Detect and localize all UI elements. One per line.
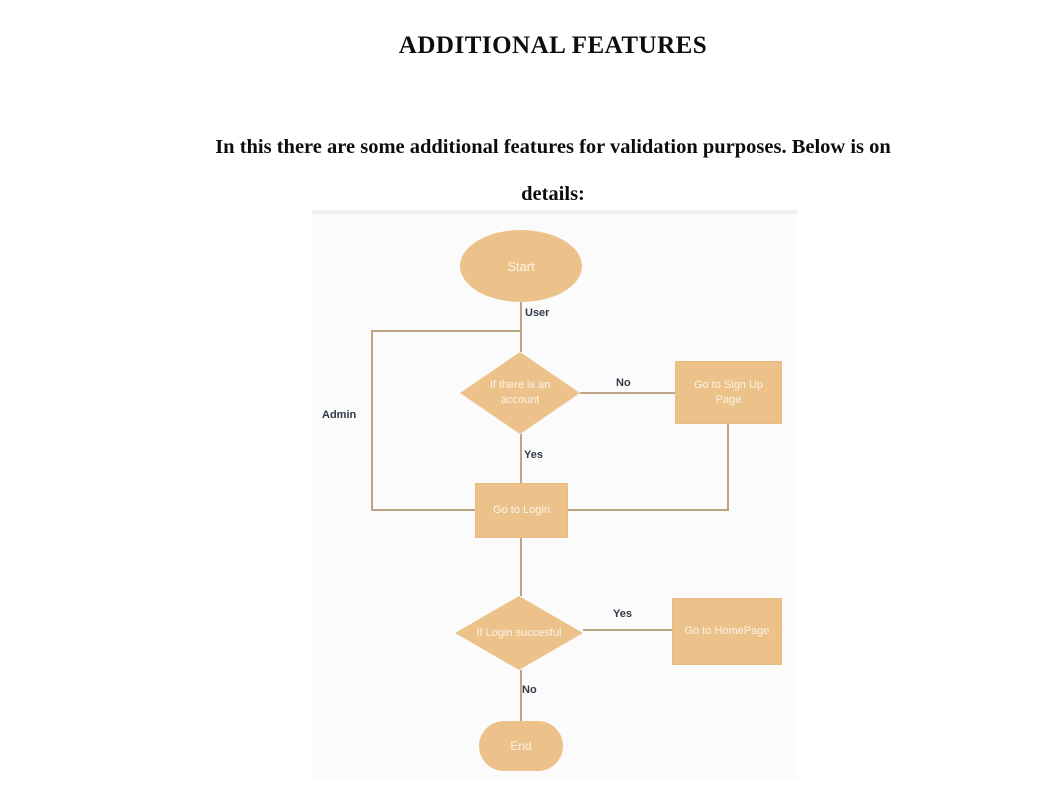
connector-login-to-login-check (520, 538, 522, 596)
node-end: End (479, 721, 563, 771)
connector-admin-branch-vertical (371, 330, 373, 511)
node-login-check: If Login succesful (455, 596, 583, 670)
connector-signup-to-login (568, 509, 729, 511)
node-end-label: End (510, 738, 532, 753)
paragraph-line-2: details: (521, 183, 585, 205)
node-homepage: Go to HomePage (672, 598, 782, 665)
edge-label-no-login: No (522, 684, 537, 696)
connector-signup-down (727, 424, 729, 511)
flowchart-canvas: User Admin No Yes Yes No Start If there … (312, 210, 797, 779)
page-title: ADDITIONAL FEATURES (398, 32, 708, 59)
edge-label-no-account: No (616, 377, 631, 389)
canvas-top-border (312, 210, 797, 214)
node-login-label: Go to Login (493, 504, 550, 516)
edge-label-admin: Admin (322, 409, 357, 421)
connector-account-check-to-signup (580, 392, 675, 394)
paragraph-line-1: In this there are some additional featur… (215, 136, 891, 158)
node-start-label: Start (507, 258, 535, 274)
connector-account-check-to-login (520, 434, 522, 483)
body-paragraph: In this there are some additional featur… (44, 124, 1062, 218)
connector-admin-branch-to-login (371, 509, 475, 511)
node-login: Go to Login (475, 483, 568, 538)
node-start: Start (460, 230, 582, 302)
connector-admin-branch-horizontal (371, 330, 522, 332)
connector-start-to-account-check (520, 302, 522, 352)
edge-label-yes-login: Yes (613, 608, 632, 620)
node-signup-page-label: Go to Sign Up Page (693, 378, 764, 406)
node-login-check-label: If Login succesful (476, 626, 562, 639)
connector-login-check-to-end (520, 670, 522, 721)
node-account-check-label: If there is an account (489, 379, 551, 406)
connector-login-check-to-homepage (583, 629, 672, 631)
node-signup-page: Go to Sign Up Page (675, 361, 782, 424)
edge-label-yes-account: Yes (524, 449, 543, 461)
edge-label-user: User (525, 307, 550, 319)
node-homepage-label: Go to HomePage (684, 625, 770, 637)
node-account-check: If there is an account (460, 352, 580, 434)
